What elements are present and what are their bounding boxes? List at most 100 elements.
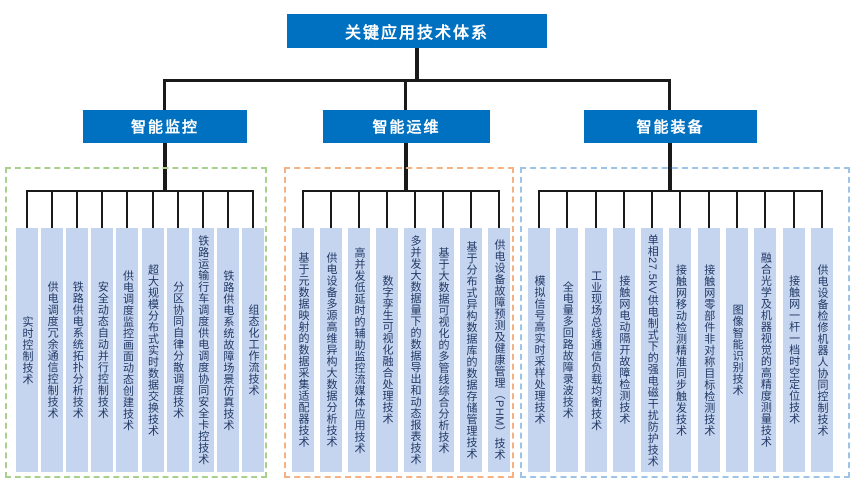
leaf-label: 供电设备检修机器人协同控制技术 xyxy=(815,263,828,437)
connector-tick xyxy=(151,190,154,228)
connector-tick xyxy=(226,190,229,228)
connector-root-stem xyxy=(415,48,419,80)
leaf-node: 铁路供电系统故障场景仿真技术 xyxy=(216,190,239,472)
leaf-label: 图像智能识别技术 xyxy=(731,304,744,396)
connector-stem-monitoring xyxy=(163,143,167,190)
leaf-label: 基于分布式异构数据库的数据存储管理技术 xyxy=(465,240,477,460)
group-header-equipment: 智能装备 xyxy=(584,110,757,143)
connector-tick xyxy=(201,190,204,228)
leaf-node: 组态化工作流技术 xyxy=(241,190,264,472)
root-node: 关键应用技术体系 xyxy=(287,14,547,48)
connector-tick xyxy=(594,190,597,228)
leaf-node: 供电设备故障预测及健康管理（PHM）技术 xyxy=(488,190,510,472)
leaf-node: 融合光学及机器视觉的高精度测量技术 xyxy=(754,190,777,472)
leaf-label: 工业现场总线通信负载均衡技术 xyxy=(589,269,602,431)
leaf-label: 融合光学及机器视觉的高精度测量技术 xyxy=(759,252,772,448)
leaf-label: 分区协同自律分散调度技术 xyxy=(171,281,184,419)
leaf-label: 接触网电动隔开故障检测技术 xyxy=(617,275,630,425)
leaf-node: 铁路供电系统拓扑分析技术 xyxy=(66,190,89,472)
connector-tick xyxy=(622,190,625,228)
leaf-label: 基于大数据可视化的多管线综合分析技术 xyxy=(437,246,449,454)
leaf-label: 供电调度监控画面动态创建技术 xyxy=(121,269,134,431)
connector-tick xyxy=(76,190,79,228)
leaf-node: 数字孪生可视化融合处理技术 xyxy=(376,190,398,472)
connector-tick xyxy=(538,190,540,228)
connector-stem-equipment xyxy=(668,143,672,190)
leaf-label: 供电设备多源高维异构大数据分析技术 xyxy=(325,252,337,448)
leaf-node: 分区协同自律分散调度技术 xyxy=(166,190,189,472)
leaf-node: 安全动态自动并行控制技术 xyxy=(91,190,114,472)
connector-tick xyxy=(251,190,254,228)
leaf-label: 超大规模分布式实时数据交换技术 xyxy=(146,263,159,437)
leaf-label: 单相27.5kV供电制式下的强电磁干扰防护技术 xyxy=(646,233,659,467)
leaf-label: 高并发低延时的辅助监控流媒体应用技术 xyxy=(353,246,365,454)
root-node-label: 关键应用技术体系 xyxy=(344,25,489,42)
connector-tick xyxy=(470,190,472,228)
leaf-node: 图像智能识别技术 xyxy=(726,190,749,472)
connector-rail-equipment xyxy=(539,190,822,192)
leaf-node: 供电设备多源高维异构大数据分析技术 xyxy=(320,190,342,472)
connector-drop-equipment xyxy=(668,79,671,110)
leaf-node: 全电量多回路故障录波技术 xyxy=(556,190,579,472)
connector-tick xyxy=(330,190,332,228)
leaf-label: 铁路供电系统拓扑分析技术 xyxy=(71,281,84,419)
leaf-label: 铁路运输行车调度供电调度协同安全卡控技术 xyxy=(196,235,209,465)
leaf-label: 多并发大数据量下的数据导出和动态报表技术 xyxy=(409,235,421,465)
children-operations: 基于元数据映射的数据采集适配器技术 供电设备多源高维异构大数据分析技术 高并发低… xyxy=(292,190,510,472)
connector-top-rail xyxy=(163,79,671,82)
group-header-monitoring: 智能监控 xyxy=(83,110,247,143)
leaf-node: 基于元数据映射的数据采集适配器技术 xyxy=(292,190,314,472)
group-header-label: 智能装备 xyxy=(636,119,705,136)
connector-tick xyxy=(736,190,739,228)
group-box-equipment xyxy=(520,167,850,478)
leaf-node: 模拟信号高实时采样处理技术 xyxy=(528,190,550,472)
connector-tick xyxy=(764,190,767,228)
leaf-node: 超大规模分布式实时数据交换技术 xyxy=(141,190,164,472)
leaf-node: 供电调度冗余通信控制技术 xyxy=(41,190,64,472)
children-equipment: 模拟信号高实时采样处理技术 全电量多回路故障录波技术 工业现场总线通信负载均衡技… xyxy=(528,190,833,472)
connector-drop-monitoring xyxy=(163,79,166,110)
leaf-label: 接触网一杆一档时空定位技术 xyxy=(787,275,800,425)
connector-tick xyxy=(707,190,710,228)
leaf-node: 基于大数据可视化的多管线综合分析技术 xyxy=(432,190,454,472)
leaf-node: 基于分布式异构数据库的数据存储管理技术 xyxy=(460,190,482,472)
leaf-node: 接触网零部件非对称目标检测技术 xyxy=(697,190,720,472)
leaf-node: 工业现场总线通信负载均衡技术 xyxy=(584,190,607,472)
connector-tick xyxy=(26,190,28,228)
connector-rail-monitoring xyxy=(27,190,253,192)
connector-tick xyxy=(498,190,500,228)
leaf-label: 供电设备故障预测及健康管理（PHM）技术 xyxy=(493,239,505,461)
connector-tick xyxy=(651,190,654,228)
leaf-node: 供电调度监控画面动态创建技术 xyxy=(116,190,139,472)
leaf-node: 单相27.5kV供电制式下的强电磁干扰防护技术 xyxy=(641,190,664,472)
leaf-label: 实时控制技术 xyxy=(21,315,33,385)
group-box-monitoring xyxy=(5,167,267,478)
leaf-node: 多并发大数据量下的数据导出和动态报表技术 xyxy=(404,190,426,472)
leaf-node: 接触网电动隔开故障检测技术 xyxy=(612,190,635,472)
leaf-label: 供电调度冗余通信控制技术 xyxy=(46,281,59,419)
connector-tick xyxy=(126,190,129,228)
connector-tick xyxy=(101,190,104,228)
leaf-node: 供电设备检修机器人协同控制技术 xyxy=(810,190,833,472)
children-monitoring: 实时控制技术 供电调度冗余通信控制技术 铁路供电系统拓扑分析技术 安全动态自动并… xyxy=(16,190,264,472)
leaf-label: 接触网零部件非对称目标检测技术 xyxy=(702,263,715,437)
leaf-label: 安全动态自动并行控制技术 xyxy=(96,281,109,419)
leaf-label: 接触网移动检测精准同步触发技术 xyxy=(674,263,687,437)
connector-tick xyxy=(302,190,304,228)
connector-rail-operations xyxy=(303,190,499,192)
leaf-node: 铁路运输行车调度供电调度协同安全卡控技术 xyxy=(191,190,214,472)
leaf-label: 模拟信号高实时采样处理技术 xyxy=(533,275,545,425)
connector-tick xyxy=(820,190,823,228)
group-box-operations xyxy=(284,167,514,478)
connector-stem-operations xyxy=(404,143,408,190)
connector-tick xyxy=(679,190,682,228)
leaf-label: 全电量多回路故障录波技术 xyxy=(561,281,574,419)
connector-tick xyxy=(358,190,360,228)
connector-tick xyxy=(386,190,388,228)
leaf-node: 接触网移动检测精准同步触发技术 xyxy=(669,190,692,472)
connector-tick xyxy=(442,190,444,228)
group-header-label: 智能运维 xyxy=(372,119,441,136)
connector-tick xyxy=(566,190,569,228)
connector-tick xyxy=(414,190,416,228)
group-header-operations: 智能运维 xyxy=(323,110,490,143)
